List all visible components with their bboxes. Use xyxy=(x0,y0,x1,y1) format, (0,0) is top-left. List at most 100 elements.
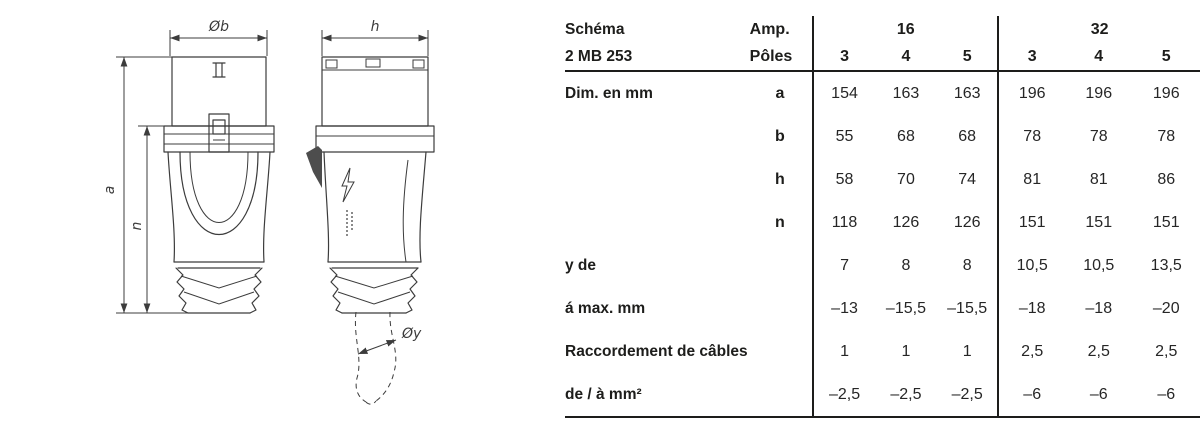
dimension-table-panel: Schéma Amp. 16 32 2 MB 253 Pôles 3 4 5 3… xyxy=(565,16,1200,418)
row-label xyxy=(565,201,748,244)
row-sublabel xyxy=(748,287,814,330)
value-cell: 86 xyxy=(1157,170,1176,188)
value-cell: 163 xyxy=(953,84,981,102)
group-32-header: 32 xyxy=(997,16,1200,43)
row-label: Raccordement de câbles xyxy=(565,342,748,360)
value-cell: –15,5 xyxy=(947,299,988,317)
value-cell: 154 xyxy=(812,71,875,115)
row-sublabel xyxy=(747,373,814,418)
row-label: y de xyxy=(565,256,597,274)
value-cell: 126 xyxy=(953,213,981,231)
lightning-icon xyxy=(341,167,355,203)
table-title: Schéma xyxy=(565,20,625,38)
table-row: á max. mm –13 –15,5 –15,5 –18 –18 –20 xyxy=(565,287,1200,330)
row-label xyxy=(565,158,748,201)
drawing-panel: Øb a n h xyxy=(0,0,560,427)
pole-count: 4 xyxy=(874,43,938,72)
table-row: de / à mm² –2,5 –2,5 –2,5 –6 –6 –6 xyxy=(565,373,1200,418)
value-cell: 151 xyxy=(997,201,1066,244)
value-cell: 151 xyxy=(1085,213,1113,231)
value-cell: –2,5 xyxy=(937,373,999,418)
value-cell: 8 xyxy=(901,256,911,274)
value-cell: 196 xyxy=(1152,84,1180,102)
dimension-table: Schéma Amp. 16 32 2 MB 253 Pôles 3 4 5 3… xyxy=(565,16,1200,418)
table-row: y de 7 8 8 10,5 10,5 13,5 xyxy=(565,244,1200,287)
value-cell: –20 xyxy=(1152,299,1180,317)
value-cell: –2,5 xyxy=(874,373,938,418)
pole-count: 5 xyxy=(937,43,999,72)
value-cell: 1 xyxy=(901,342,911,360)
value-cell: –15,5 xyxy=(885,299,926,317)
value-cell: –6 xyxy=(1132,373,1200,418)
value-cell: –6 xyxy=(1065,373,1133,418)
value-cell: 74 xyxy=(958,170,977,188)
row-sublabel: b xyxy=(775,127,785,145)
row-sublabel xyxy=(748,330,814,373)
pole-count: 4 xyxy=(1065,43,1133,72)
value-cell: 196 xyxy=(997,71,1066,115)
dim-h-label: h xyxy=(371,19,380,35)
value-cell: 196 xyxy=(1085,84,1113,102)
value-cell: –13 xyxy=(812,287,875,330)
value-cell: –2,5 xyxy=(812,373,875,418)
value-cell: 78 xyxy=(997,115,1066,158)
value-cell: 68 xyxy=(958,127,977,145)
value-cell: 78 xyxy=(1089,127,1108,145)
value-cell: 10,5 xyxy=(997,244,1066,287)
row-label: de / à mm² xyxy=(565,373,748,418)
row-label: á max. mm xyxy=(565,299,646,317)
row-label xyxy=(565,115,748,158)
table-row: h 58 70 74 81 81 86 xyxy=(565,158,1200,201)
dim-y-label: Øy xyxy=(401,326,422,342)
value-cell: 81 xyxy=(1089,170,1108,188)
value-cell: 13,5 xyxy=(1150,256,1182,274)
value-cell: –18 xyxy=(997,287,1066,330)
pole-count: 5 xyxy=(1132,43,1200,72)
value-cell: –6 xyxy=(997,373,1066,418)
header-row-amp: Schéma Amp. 16 32 xyxy=(565,16,1200,43)
dim-a-label: a xyxy=(102,186,118,195)
poles-header: Pôles xyxy=(747,43,814,72)
pole-count: 3 xyxy=(812,43,875,72)
value-cell: 1 xyxy=(962,342,972,360)
value-cell: 151 xyxy=(1152,213,1180,231)
value-cell: 10,5 xyxy=(1083,256,1115,274)
value-cell: 58 xyxy=(812,158,875,201)
table-row: n 118 126 126 151 151 151 xyxy=(565,201,1200,244)
value-cell: 163 xyxy=(892,84,920,102)
table-row: b 55 68 68 78 78 78 xyxy=(565,115,1200,158)
row-sublabel: a xyxy=(775,84,785,102)
latch-lever xyxy=(306,146,322,188)
value-cell: –18 xyxy=(1085,299,1113,317)
row-label: Dim. en mm xyxy=(565,84,653,102)
value-cell: 118 xyxy=(812,201,875,244)
dim-b-label: Øb xyxy=(208,19,229,35)
dim-n-label: n xyxy=(129,222,145,231)
value-cell: 2,5 xyxy=(997,330,1066,373)
value-cell: 2,5 xyxy=(1087,342,1110,360)
value-cell: 2,5 xyxy=(1155,342,1178,360)
schema-number: 2 MB 253 xyxy=(565,43,748,72)
cable-outline xyxy=(354,311,397,405)
row-sublabel: n xyxy=(775,213,785,231)
value-cell: 70 xyxy=(897,170,915,188)
header-row-poles: 2 MB 253 Pôles 3 4 5 3 4 5 xyxy=(565,43,1200,72)
value-cell: 7 xyxy=(812,244,875,287)
value-cell: 81 xyxy=(997,158,1066,201)
row-sublabel xyxy=(748,244,814,287)
side-view: h Øy xyxy=(306,19,435,405)
amp-header: Amp. xyxy=(749,20,790,38)
value-cell: 55 xyxy=(812,115,875,158)
front-view: Øb a n xyxy=(102,19,275,314)
technical-drawing: Øb a n h xyxy=(102,19,435,405)
table-row: Raccordement de câbles 1 1 1 2,5 2,5 2,5 xyxy=(565,330,1200,373)
group-16-header: 16 xyxy=(812,16,999,43)
value-cell: 126 xyxy=(892,213,920,231)
value-cell: 1 xyxy=(812,330,875,373)
value-cell: 68 xyxy=(897,127,915,145)
value-cell: 78 xyxy=(1157,127,1176,145)
value-cell: 8 xyxy=(962,256,972,274)
pole-count: 3 xyxy=(997,43,1066,72)
row-sublabel: h xyxy=(775,170,785,188)
table-row: Dim. en mm a 154 163 163 196 196 196 xyxy=(565,71,1200,115)
